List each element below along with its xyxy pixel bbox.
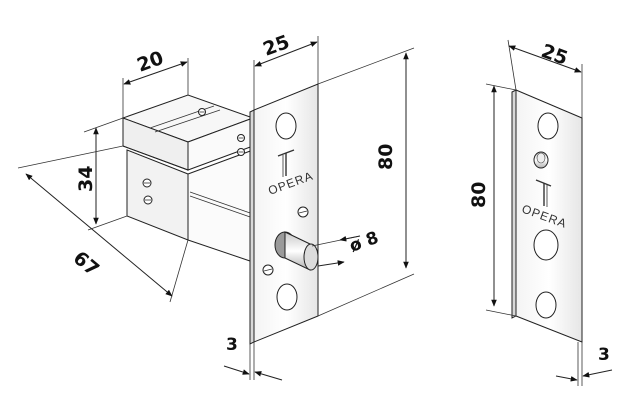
plate-screw-icon bbox=[262, 264, 274, 276]
lock-body bbox=[121, 94, 255, 263]
dim-label-plate-thickness-left: 3 bbox=[226, 335, 238, 355]
dim-label-plate-thickness-right: 3 bbox=[598, 345, 610, 365]
dim-label-body-width: 20 bbox=[134, 47, 166, 77]
dimension-80-right: 80 bbox=[468, 83, 517, 317]
dim-label-plate-height-right: 80 bbox=[468, 182, 490, 208]
dimension-3-right: 3 bbox=[555, 342, 613, 386]
dim-label-bolt-diameter: ø 8 bbox=[347, 228, 382, 257]
body-screw-icon bbox=[198, 108, 206, 116]
dim-label-body-height: 34 bbox=[75, 166, 97, 192]
body-screw-icon bbox=[142, 178, 152, 188]
body-screw-icon bbox=[237, 148, 245, 156]
dimension-34: 34 bbox=[75, 117, 128, 231]
body-screw-icon bbox=[237, 134, 245, 142]
dim-label-plate-width-left: 25 bbox=[260, 31, 292, 61]
dimension-bolt-diameter: ø 8 bbox=[311, 228, 382, 267]
front-plate-left: OPERA bbox=[249, 83, 319, 345]
bolt-head-icon bbox=[533, 151, 549, 169]
opera-t-logo-icon bbox=[277, 149, 295, 177]
bolt-icon bbox=[274, 231, 319, 271]
dim-label-plate-width-right: 25 bbox=[538, 40, 570, 70]
dim-label-body-length: 67 bbox=[69, 247, 103, 281]
body-screw-icon bbox=[143, 195, 153, 205]
opera-t-logo-icon bbox=[535, 179, 552, 207]
front-plate-right: OPERA bbox=[511, 89, 583, 343]
plate-screw-icon bbox=[297, 206, 309, 218]
dim-label-plate-height-left: 80 bbox=[375, 144, 397, 170]
dimension-80-left: 80 bbox=[317, 47, 415, 317]
dimension-3-left: 3 bbox=[223, 335, 283, 381]
